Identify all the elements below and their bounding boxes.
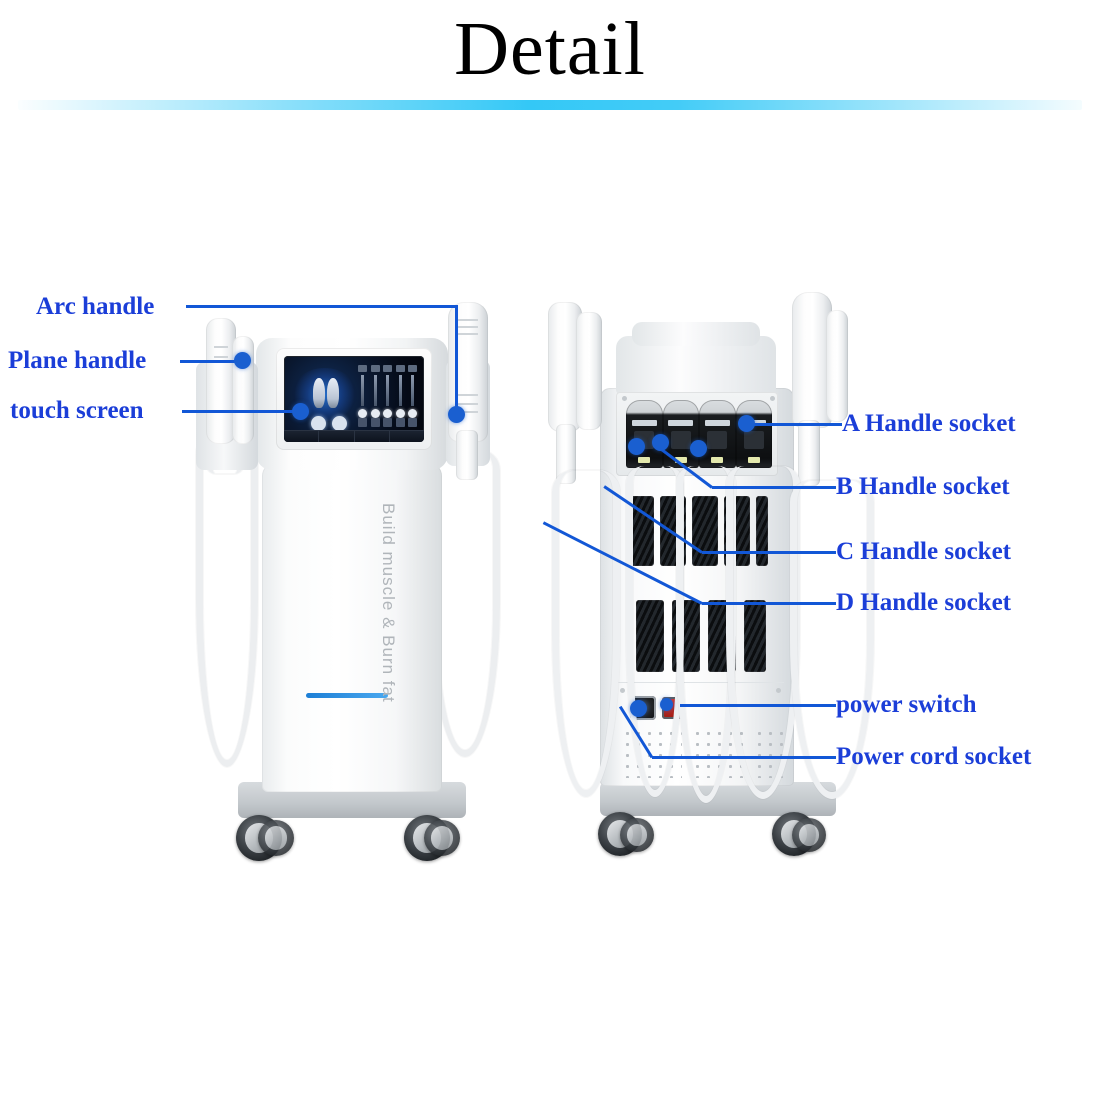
marker-c-handle-socket (690, 440, 707, 457)
screen-muscle-figure (312, 378, 340, 408)
back-cable-left (552, 470, 620, 797)
arc-handle-stem (456, 430, 478, 480)
screen-round-buttons[interactable] (308, 415, 350, 431)
back-handle-right-outer[interactable] (792, 292, 832, 428)
back-wheel-right-rear (792, 818, 826, 852)
handle-socket-row (626, 400, 772, 468)
screen-bottom-button[interactable] (319, 430, 355, 442)
marker-plane-handle (234, 352, 251, 369)
header-divider (18, 100, 1082, 110)
front-wheel-left-rear (258, 820, 294, 856)
handle-socket-d[interactable] (626, 400, 663, 468)
label-d-handle-socket: D Handle socket (836, 589, 1011, 616)
marker-touch-screen (292, 403, 309, 420)
back-screw (620, 688, 625, 693)
leader-a-handle-socket (748, 423, 842, 426)
marker-power-switch (660, 698, 673, 711)
front-tower-body (262, 462, 442, 792)
front-left-cable (196, 430, 258, 767)
leader-arc-handle-v (455, 305, 458, 413)
label-b-handle-socket: B Handle socket (836, 473, 1010, 500)
screen-slider[interactable] (370, 364, 380, 427)
front-accent-line (306, 693, 388, 698)
marker-arc-handle (448, 406, 465, 423)
handle-socket-b[interactable] (699, 400, 736, 468)
back-handle-right-stem (798, 420, 820, 486)
back-handle-left-stem (556, 424, 576, 484)
back-cable-far-right (790, 480, 874, 799)
plane-handle[interactable] (206, 318, 236, 444)
front-wheel-right-rear (424, 820, 460, 856)
leader-power-cord-socket (652, 756, 836, 759)
leader-b-handle-socket (712, 486, 836, 489)
back-top-cap-lip (632, 322, 760, 346)
marker-b-handle-socket (652, 434, 669, 451)
leader-plane-handle (180, 360, 242, 363)
screen-slider[interactable] (383, 364, 393, 427)
label-a-handle-socket: A Handle socket (842, 410, 1016, 437)
page-title: Detail (454, 7, 646, 91)
marker-a-handle-socket (738, 415, 755, 432)
label-c-handle-socket: C Handle socket (836, 538, 1011, 565)
screen-slider[interactable] (407, 364, 417, 427)
back-handle-right-inner[interactable] (826, 310, 848, 422)
leader-touch-screen (182, 410, 300, 413)
label-arc-handle: Arc handle (36, 293, 155, 320)
leader-c-handle-socket (702, 551, 836, 554)
screen-slider[interactable] (395, 364, 405, 427)
screen-bottom-button[interactable] (390, 431, 424, 442)
back-handle-left-inner[interactable] (576, 312, 602, 430)
leader-power-switch (680, 704, 836, 707)
screen-slider-group[interactable] (358, 364, 417, 427)
handle-socket-c[interactable] (662, 400, 699, 468)
screen-round-button[interactable] (310, 415, 326, 431)
back-wheel-left-rear (620, 818, 654, 852)
front-brand-text: Build muscle & Burn fat (379, 503, 398, 703)
handle-socket-a[interactable] (735, 400, 772, 468)
back-cable-right (726, 466, 800, 799)
leader-arc-handle-h (186, 305, 458, 308)
leader-d-handle-socket (702, 602, 836, 605)
marker-d-handle-socket (628, 438, 645, 455)
marker-power-cord-socket (630, 700, 647, 717)
back-screw (622, 396, 627, 401)
back-screw (770, 396, 775, 401)
touch-screen-display[interactable] (284, 356, 424, 442)
label-touch-screen: touch screen (10, 397, 144, 424)
screen-bottom-button[interactable] (355, 430, 390, 442)
label-power-switch: power switch (836, 691, 977, 718)
screen-bottom-button[interactable] (284, 430, 320, 442)
label-plane-handle: Plane handle (8, 347, 147, 374)
label-power-cord-socket: Power cord socket (836, 743, 1032, 770)
screen-bottom-button-bar[interactable] (284, 429, 424, 442)
screen-slider[interactable] (358, 364, 368, 427)
screen-round-button[interactable] (331, 415, 347, 431)
